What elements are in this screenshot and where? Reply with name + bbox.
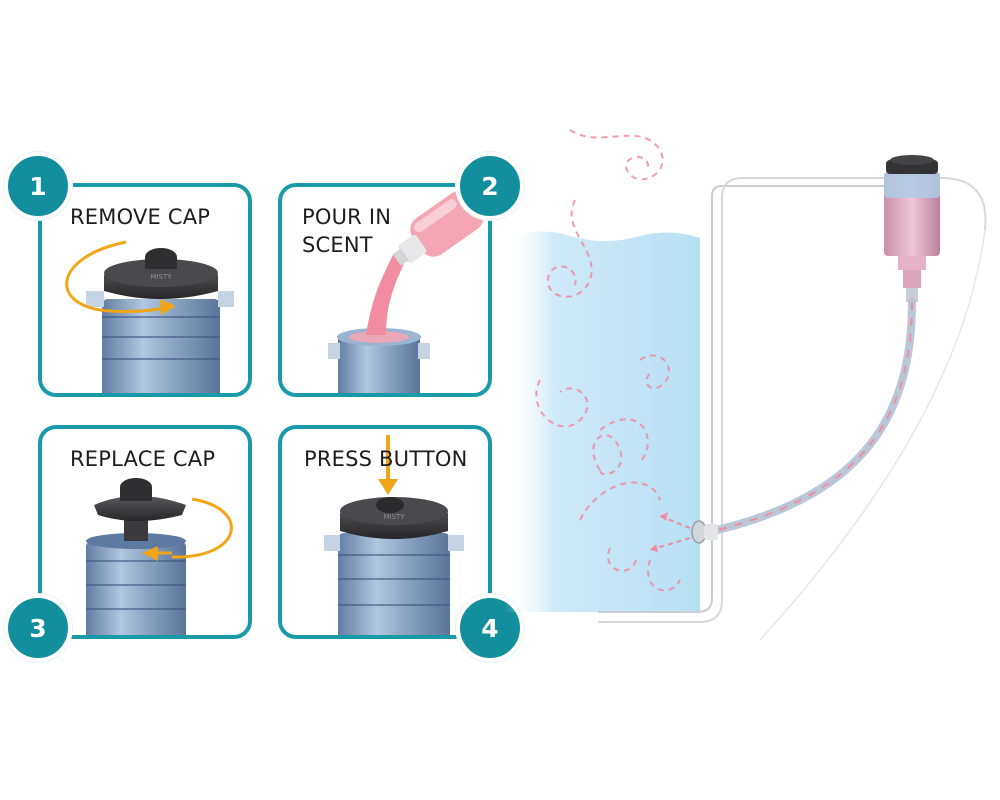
bath-water	[505, 231, 700, 612]
jet-nozzle	[692, 521, 706, 543]
scent-canister	[884, 155, 940, 302]
scent-tube	[700, 302, 912, 534]
